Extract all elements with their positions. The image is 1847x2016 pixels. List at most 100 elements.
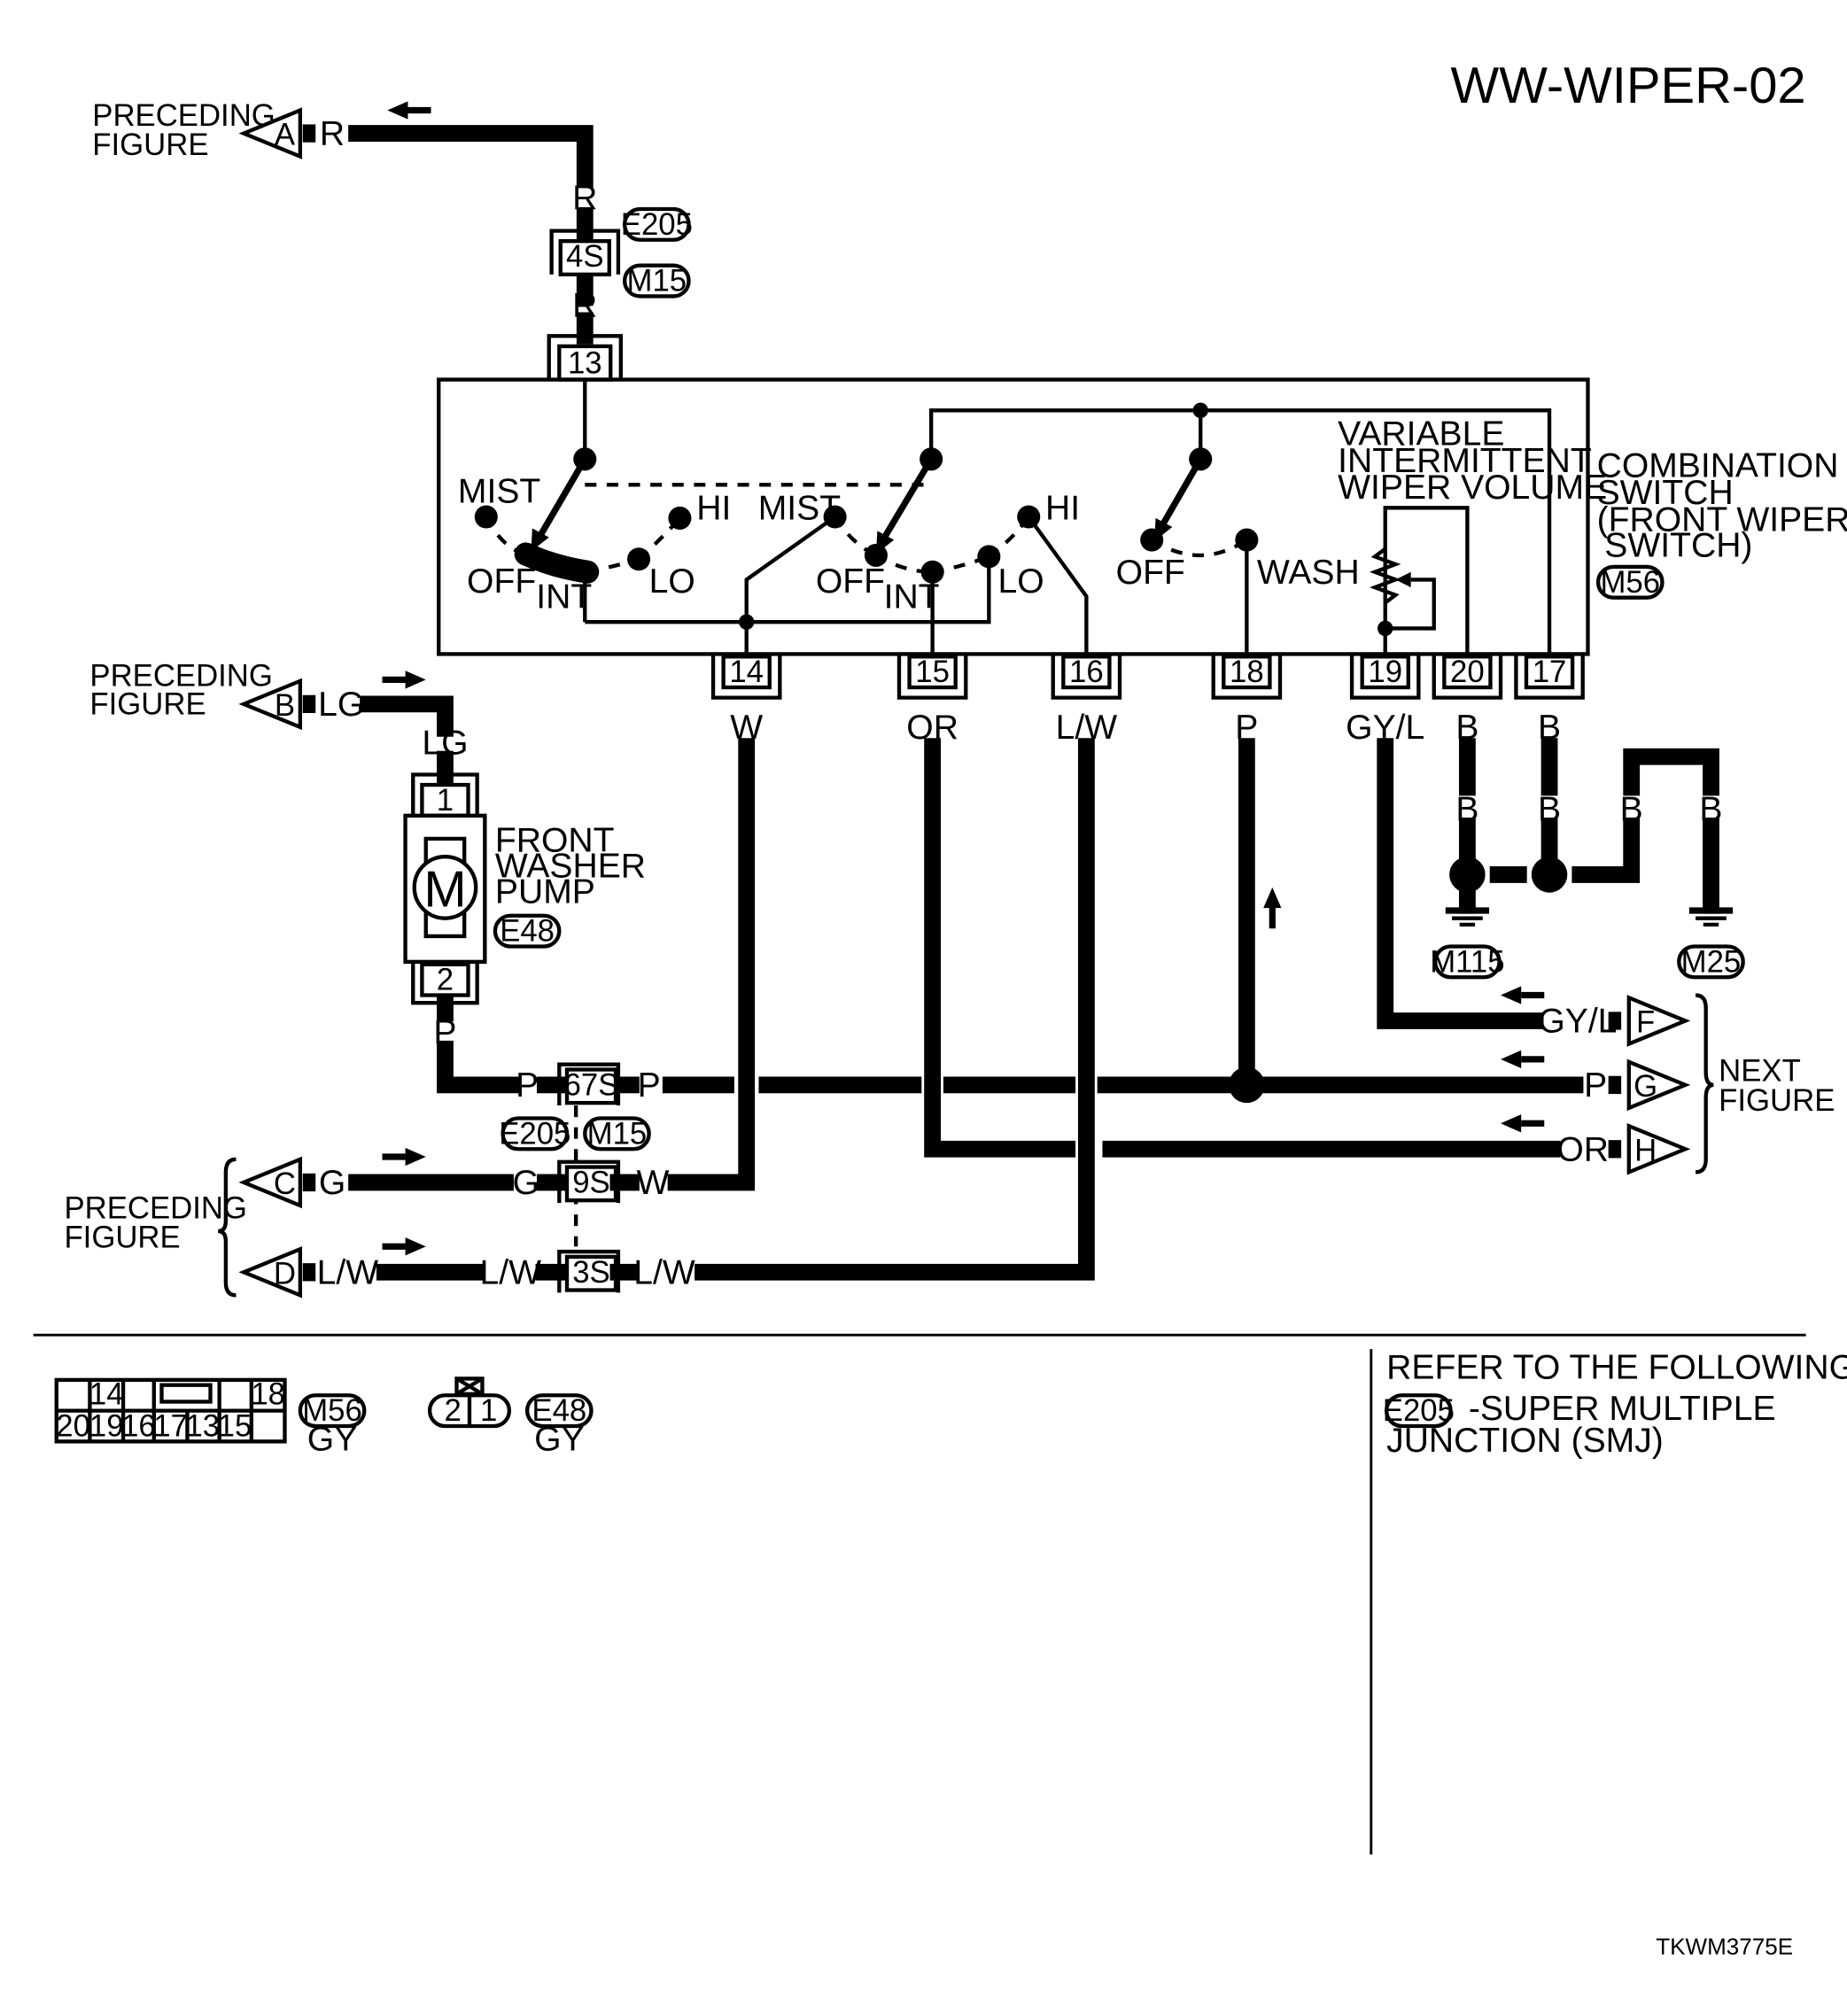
wire-label-r-1: R [572, 179, 597, 217]
svg-text:E205: E205 [621, 208, 693, 242]
preceding-figure-cd-line1: PRECEDING [64, 1191, 247, 1225]
wire-label-g-joint: G [512, 1164, 539, 1202]
wire-label-lw-joint-left: L/W [480, 1253, 542, 1291]
flow-arrow-left-f [1501, 986, 1545, 1004]
connector-view-e48: 2 1 [427, 1376, 512, 1428]
preceding-figure-brace [218, 1157, 237, 1298]
reference-tag-e205: E205 [1383, 1393, 1455, 1428]
link-h: H [1626, 1122, 1691, 1175]
pump-label-line2: WASHER [495, 847, 646, 885]
volume-label-line1: VARIABLE [1338, 415, 1504, 453]
switch-name-line4: SWITCH) [1604, 526, 1752, 564]
wire-lw [695, 738, 1095, 1281]
wire-label-gyl-f: GY/L [1538, 1003, 1617, 1041]
flow-arrow-left-g [1501, 1050, 1545, 1069]
svg-text:9S: 9S [572, 1166, 610, 1199]
flow-arrow-left-a [387, 101, 431, 120]
flow-arrow-right-b [382, 671, 426, 689]
preceding-figure-b-line1: PRECEDING [89, 660, 273, 694]
switch-name-line2: SWITCH [1597, 474, 1734, 512]
svg-text:14: 14 [729, 655, 764, 689]
svg-text:16: 16 [121, 1410, 156, 1444]
svg-text:3S: 3S [572, 1256, 610, 1290]
flow-arrow-right-c [382, 1147, 426, 1167]
svg-text:1: 1 [437, 784, 454, 818]
wire-label-lw-joint-right: L/W [633, 1253, 695, 1291]
preceding-figure-a-line2: FIGURE [92, 128, 208, 162]
svg-text:19: 19 [89, 1410, 124, 1444]
figure-id: TKWM3775E [1656, 1934, 1793, 1960]
combination-switch-box [437, 377, 1590, 656]
svg-text:M56: M56 [302, 1394, 362, 1428]
next-figure-brace [1695, 993, 1714, 1175]
front-washer-pump: 1 M 2 [403, 772, 487, 1022]
svg-text:13: 13 [185, 1410, 220, 1444]
sw2-hi: HI [1045, 489, 1080, 527]
wire-label-w-joint: W [637, 1164, 670, 1202]
wire-label-p-right: P [1584, 1066, 1607, 1105]
svg-text:A: A [275, 119, 296, 152]
preceding-figure-a-line1: PRECEDING [92, 99, 275, 133]
sw1-off: OFF [467, 562, 536, 601]
motor-symbol: M [423, 862, 466, 919]
sw1-lo: LO [649, 562, 695, 601]
joint-connector-4s: 4S [549, 229, 621, 277]
wire-label-or-h: OR [1556, 1130, 1609, 1168]
sw3-off: OFF [1116, 554, 1185, 592]
wire-r-top [302, 124, 594, 345]
svg-text:G: G [1634, 1070, 1657, 1104]
pin-15: 15 [896, 654, 968, 700]
wiper-switch-section-2 [585, 408, 1552, 655]
svg-text:D: D [274, 1257, 296, 1291]
pin-19: 19 [1349, 654, 1421, 700]
link-f: F [1626, 995, 1691, 1047]
wire-label-b-3: B [1620, 791, 1643, 829]
pin-20: 20 [1432, 654, 1503, 700]
reference-item-line1: -SUPER MULTIPLE [1469, 1390, 1776, 1428]
sw2-mist: MIST [758, 489, 841, 527]
link-c: C [238, 1156, 303, 1209]
link-d: D [238, 1245, 303, 1299]
ground-tag-m25: M25 [1677, 944, 1745, 979]
wire-gyl [1377, 738, 1544, 1029]
svg-text:15: 15 [915, 655, 950, 689]
pin-17: 17 [1514, 654, 1585, 700]
svg-text:15: 15 [218, 1410, 252, 1444]
svg-text:17: 17 [1533, 655, 1567, 689]
sw2-off: OFF [816, 562, 885, 601]
connector-view-tag-e48: E48 [524, 1393, 594, 1428]
svg-text:14: 14 [89, 1377, 124, 1411]
wiper-volume-potentiometer [1369, 506, 1470, 655]
svg-text:18: 18 [1230, 655, 1264, 689]
svg-text:13: 13 [568, 346, 602, 380]
wiper-switch-section-1 [474, 379, 932, 623]
svg-text:M115: M115 [1430, 945, 1504, 979]
flow-arrow-right-d [382, 1237, 426, 1256]
wire-p-horizontal [437, 1040, 1622, 1104]
svg-text:67S: 67S [564, 1068, 619, 1102]
svg-text:4S: 4S [566, 240, 604, 274]
volume-label-line3: WIPER VOLUME [1338, 469, 1607, 507]
sw1-hi: HI [696, 489, 731, 527]
switch-name-line3: (FRONT WIPER [1597, 500, 1847, 539]
svg-text:20: 20 [1450, 655, 1485, 689]
flow-arrow-up-p [1263, 887, 1282, 929]
next-figure-line2: FIGURE [1719, 1084, 1835, 1118]
svg-text:H: H [1634, 1134, 1657, 1167]
svg-text:B: B [275, 689, 295, 723]
svg-text:M56: M56 [1600, 566, 1660, 600]
connector-color-e48: GY [534, 1421, 584, 1459]
connector-tag-e205-top: E205 [621, 206, 693, 242]
connector-tag-e48: E48 [493, 913, 562, 949]
link-g: G [1626, 1058, 1691, 1112]
wire-or [924, 738, 1076, 1158]
washer-switch-section [1140, 402, 1259, 655]
volume-label-line2: INTERMITTENT [1338, 442, 1592, 480]
wire-label-b-2: B [1538, 791, 1561, 829]
link-a: A [238, 107, 303, 159]
svg-text:17: 17 [153, 1410, 188, 1444]
svg-text:18: 18 [251, 1377, 285, 1411]
svg-text:19: 19 [1368, 655, 1402, 689]
reference-header: REFER TO THE FOLLOWING. [1386, 1348, 1847, 1386]
joint-connector-3s: 3S [557, 1249, 621, 1293]
